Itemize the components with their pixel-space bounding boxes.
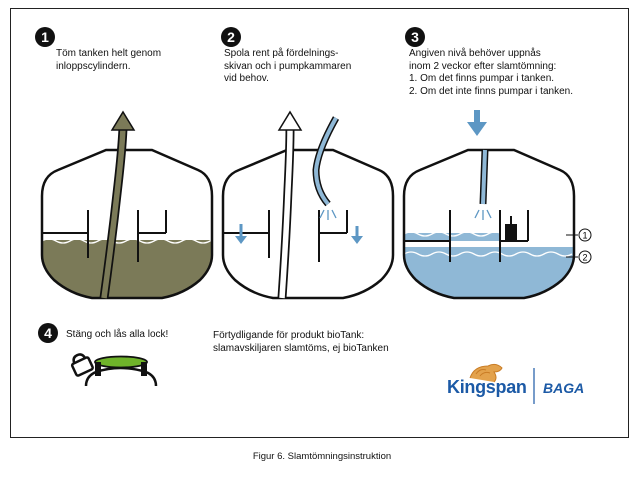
lid-illustration xyxy=(70,353,158,387)
tank-2-outline xyxy=(221,148,395,300)
kingspan-lion-icon xyxy=(469,363,503,383)
sludge-fill xyxy=(42,240,212,298)
tank-2 xyxy=(221,110,395,300)
step-4-badge: 4 xyxy=(38,323,58,343)
step-1-text: Töm tanken helt genom inloppscylindern. xyxy=(56,48,162,72)
tank-3-outline xyxy=(402,148,576,300)
tank-1-outline xyxy=(40,148,214,300)
level-1-label: 1 xyxy=(582,231,587,241)
arrow-up-icon xyxy=(110,110,136,131)
kingspan-logo-text: Kingspan xyxy=(447,377,527,397)
arrow-down-icon xyxy=(235,236,247,244)
step-2-text: Spola rent på fördelnings- skivan och i … xyxy=(224,48,352,84)
level-2-label: 2 xyxy=(582,253,587,263)
step-4-text: Stäng och lås alla lock! xyxy=(66,329,169,340)
spray-icon xyxy=(319,209,337,220)
arrow-down-icon xyxy=(467,122,487,136)
step-2-badge: 2 xyxy=(221,27,241,47)
tank-1 xyxy=(40,110,214,300)
arrow-up-outline-icon xyxy=(277,110,303,131)
instruction-frame xyxy=(10,8,629,438)
pump-icon xyxy=(505,224,517,242)
step-1-badge: 1 xyxy=(35,27,55,47)
figure-caption: Figur 6. Slamtömningsinstruktion xyxy=(252,451,392,462)
step-3-badge: 3 xyxy=(405,27,425,47)
tank-3 xyxy=(402,110,592,300)
arrow-down-icon xyxy=(351,236,363,244)
step-3-text: Angiven nivå behöver uppnås inom 2 vecko… xyxy=(409,48,573,97)
biotank-note: Förtydligande för produkt bioTank: slama… xyxy=(213,330,389,354)
baga-logo-text: BAGA xyxy=(543,380,585,396)
lock-icon xyxy=(70,353,94,377)
